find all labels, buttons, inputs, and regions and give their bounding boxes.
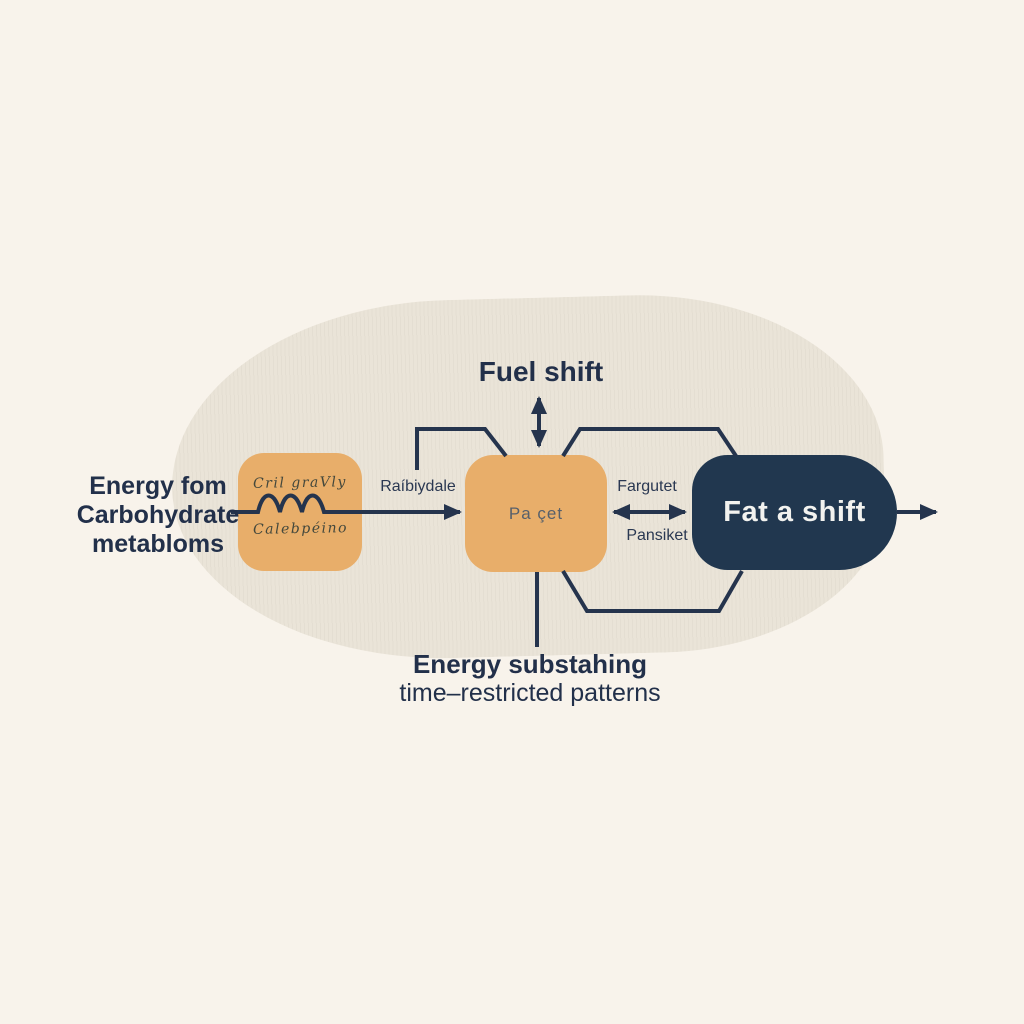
- bottom-caption-line1: Energy substahing: [412, 649, 648, 679]
- left-arrow-label: Raíbiydale: [380, 478, 456, 495]
- fat-shift-box: Fat a shift: [692, 455, 897, 570]
- left-title-line1: Energy fom: [89, 472, 227, 500]
- left-title-line2: Carbohydrate: [76, 501, 240, 529]
- bottom-caption-line2: time–restricted patterns: [399, 679, 661, 707]
- bottom-caption: Energy substahing time–restricted patter…: [330, 649, 730, 708]
- center-process-box: Pa çet: [465, 455, 607, 572]
- left-title: Energy fom Carbohydrate metabloms: [48, 472, 268, 559]
- fuel-shift-title: Fuel shift: [478, 356, 604, 387]
- right-arrow-top-label: Fargutet: [617, 478, 677, 495]
- fat-box-label: Fat a shift: [723, 496, 866, 528]
- center-box-label: Pa çet: [508, 503, 564, 523]
- left-title-line3: metabloms: [92, 530, 224, 558]
- right-arrow-bottom-label: Pansiket: [626, 527, 688, 544]
